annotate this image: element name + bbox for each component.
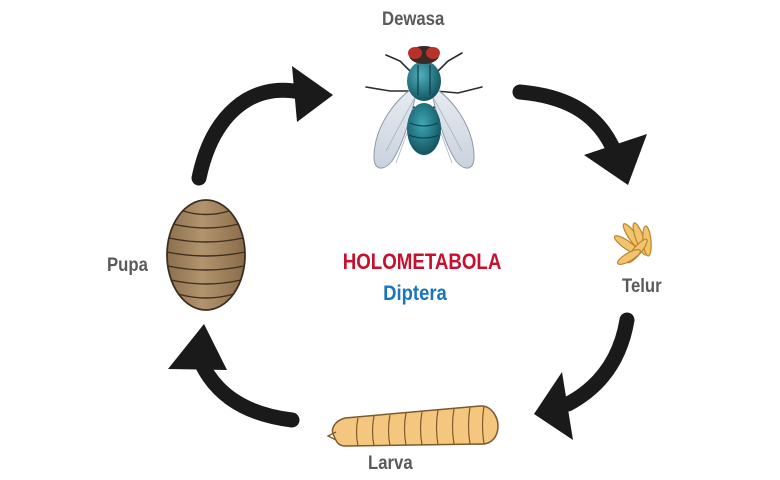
diagram-subtitle: Diptera (383, 282, 447, 305)
arrow-larva-to-pupa (168, 324, 300, 428)
arrow-pupa-to-adult (191, 66, 333, 186)
diagram-title: HOLOMETABOLA (342, 249, 502, 274)
pupa-icon (166, 199, 246, 311)
fly-icon (365, 46, 483, 169)
stage-label-pupa: Pupa (107, 255, 148, 276)
arrow-adult-to-egg (512, 84, 647, 185)
arrow-egg-to-larva (534, 312, 635, 440)
stage-label-larva: Larva (368, 453, 413, 474)
egg-cluster-icon (613, 222, 652, 265)
stage-label-egg: Telur (622, 276, 662, 297)
larva-icon (326, 405, 499, 447)
stage-label-adult: Dewasa (382, 9, 445, 30)
